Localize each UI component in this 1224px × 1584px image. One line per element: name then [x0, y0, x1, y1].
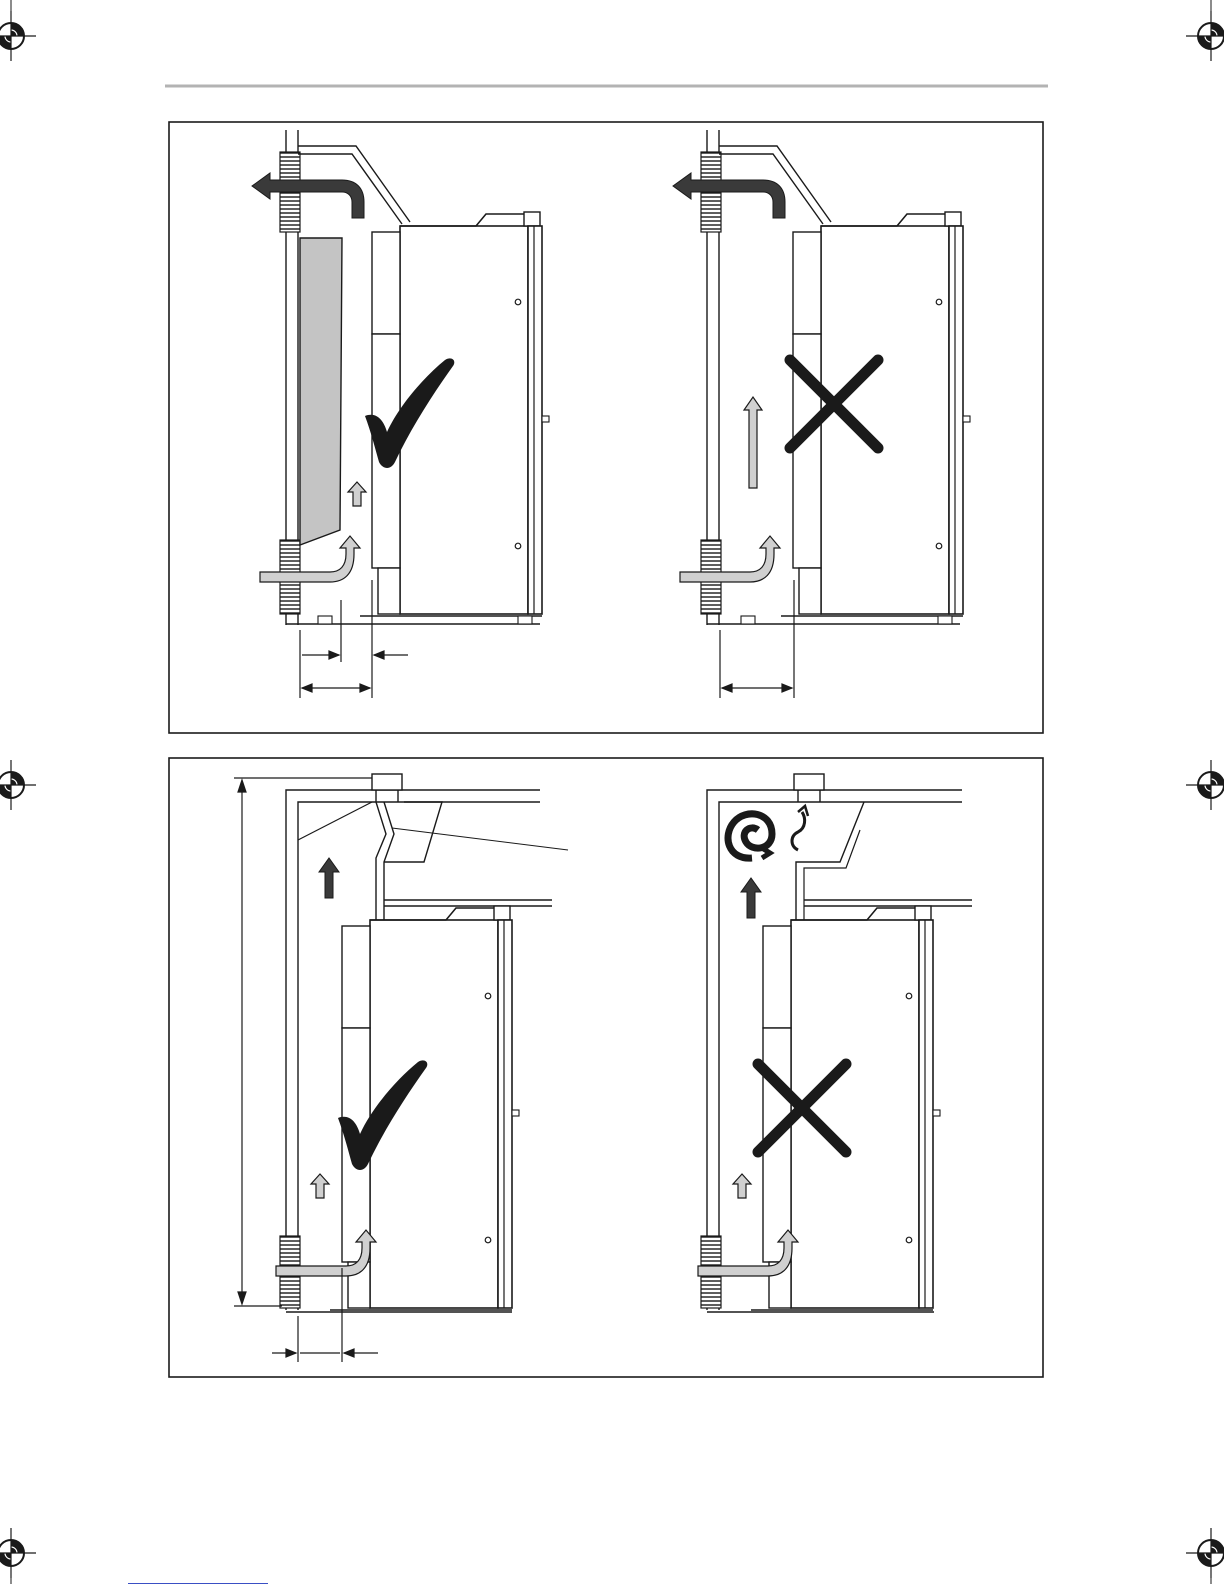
exhaust-arrow-icon — [252, 173, 364, 218]
ceiling-vent — [794, 774, 824, 790]
dark-up-arrow-icon — [741, 878, 761, 918]
small-up-arrow-icon — [733, 1174, 751, 1198]
bottom-figure — [169, 758, 1043, 1377]
registration-mark-icon — [1186, 1528, 1224, 1578]
registration-mark-icon — [1186, 760, 1224, 810]
small-up-arrow-icon — [348, 482, 366, 506]
heat-shield-panel — [300, 238, 342, 545]
exhaust-arrow-icon — [673, 173, 785, 218]
swirl-arrow-icon — [728, 806, 808, 858]
ceiling-vent — [372, 774, 402, 790]
registration-mark-icon — [0, 11, 36, 61]
top-figure — [169, 122, 1043, 733]
dark-up-arrow-icon — [319, 858, 339, 898]
scene-bottom-left-correct — [234, 774, 568, 1362]
registration-mark-icon — [1186, 11, 1224, 61]
dimension-arrows — [720, 580, 794, 698]
scene-top-right-incorrect — [673, 130, 970, 698]
small-up-arrow-icon — [311, 1174, 329, 1198]
intake-arrow-icon — [260, 536, 360, 582]
registration-mark-icon — [0, 760, 36, 810]
scene-bottom-right-incorrect — [698, 774, 972, 1312]
registration-mark-icon — [0, 1528, 36, 1578]
long-up-arrow-icon — [744, 397, 762, 488]
scene-top-left-correct — [252, 130, 549, 698]
intake-arrow-icon — [680, 536, 780, 582]
